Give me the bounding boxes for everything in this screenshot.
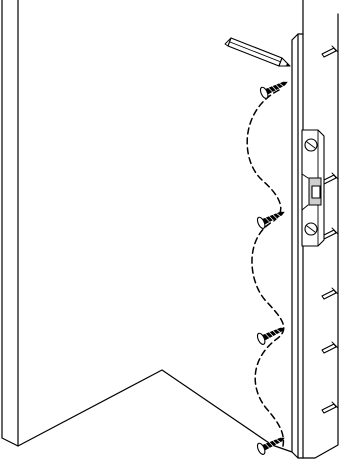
frame-nail — [321, 341, 339, 354]
screw-icon — [259, 81, 288, 99]
dashed-guide-line — [246, 89, 285, 447]
pencil-icon — [224, 37, 291, 67]
strike-plate — [301, 129, 325, 247]
frame-nail — [321, 287, 339, 300]
frame-nail — [321, 401, 339, 414]
screw-icon — [256, 211, 285, 229]
door-panel — [1, 0, 273, 447]
frame-nail — [321, 45, 339, 58]
screw-icon — [256, 327, 285, 345]
screw-icon — [256, 437, 285, 455]
frame-nails — [321, 45, 339, 414]
